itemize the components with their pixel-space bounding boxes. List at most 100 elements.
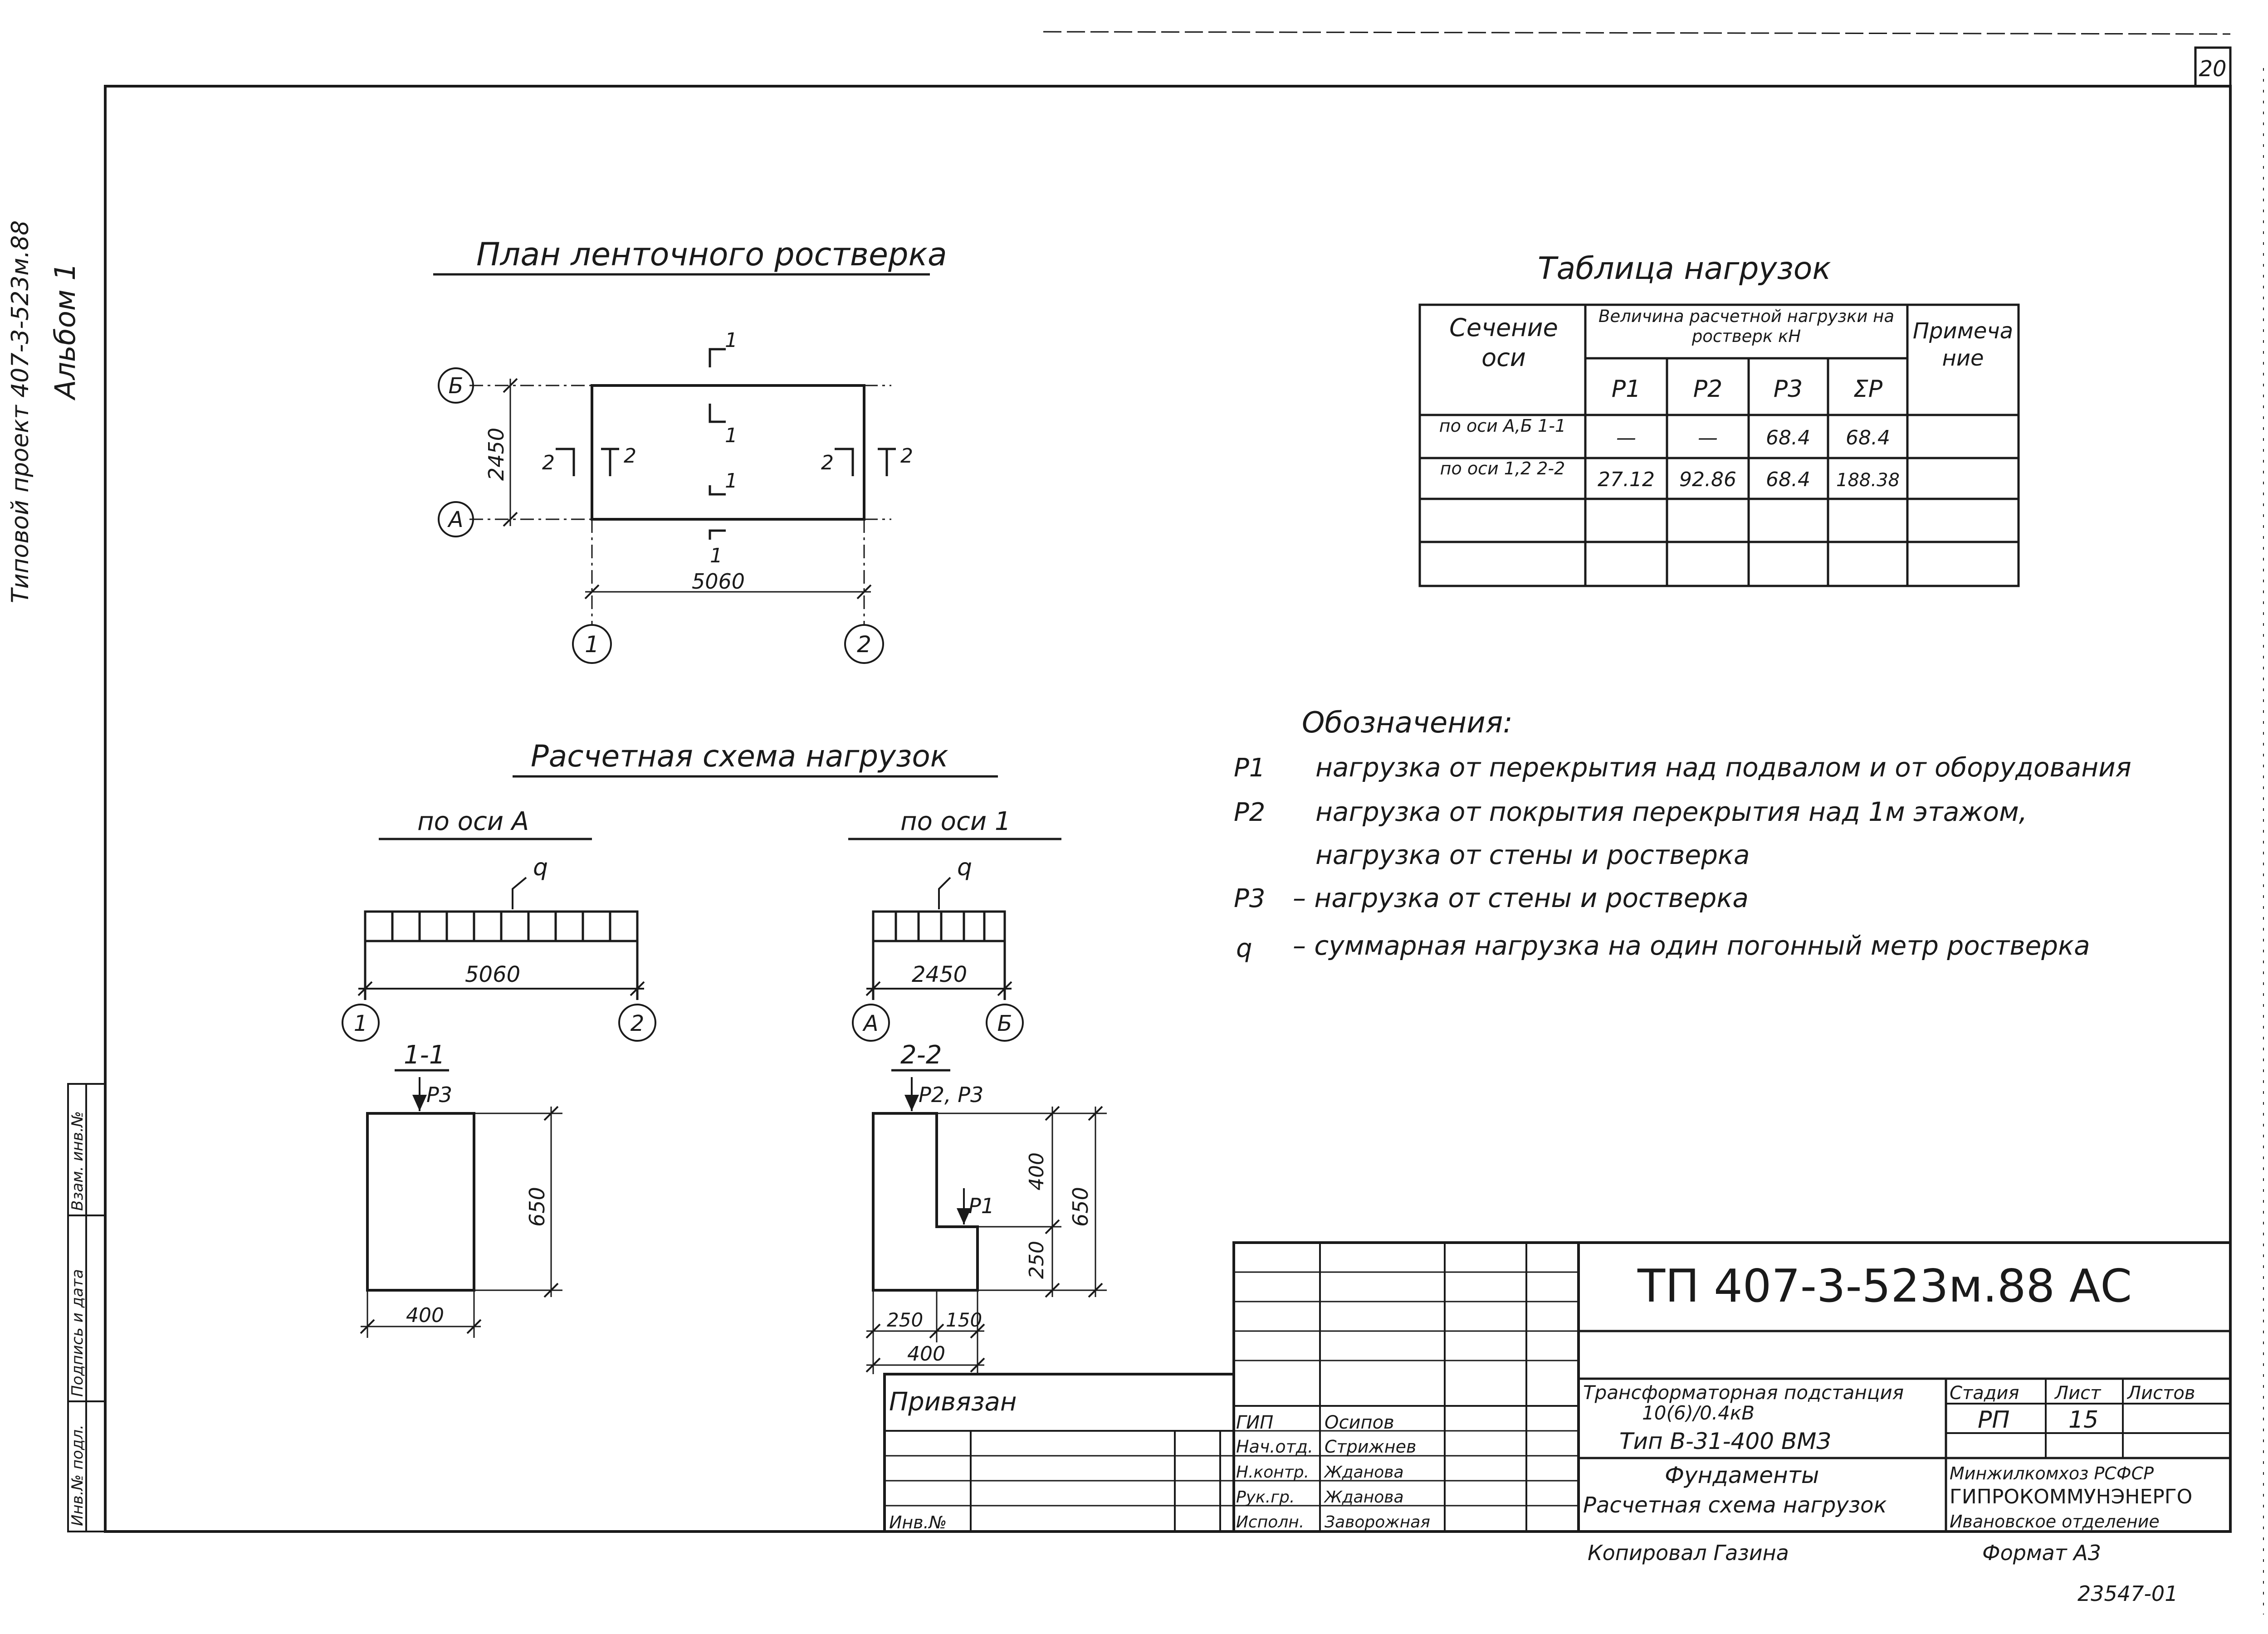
subheader-p1: P1 bbox=[1612, 376, 1641, 403]
plan-axis-2: 2 bbox=[844, 624, 884, 664]
cut-1-low: 1 bbox=[725, 469, 738, 493]
project-line2: 10(6)/0.4кВ bbox=[1642, 1402, 1755, 1424]
table-row-1-p2: — bbox=[1698, 426, 1718, 449]
section-2-2-shape bbox=[872, 1112, 979, 1292]
archive-number: 23547-01 bbox=[2077, 1581, 2178, 1606]
cut-1-top: 1 bbox=[725, 329, 738, 352]
legend-text-q: – суммарная нагрузка на один погонный ме… bbox=[1293, 930, 2090, 961]
col-sheets: Листов bbox=[2126, 1383, 2195, 1404]
left-strip-cell3: Взам. инв.№ bbox=[68, 1111, 87, 1211]
svg-text:А: А bbox=[447, 507, 464, 532]
scheme-span-A: 5060 bbox=[465, 962, 520, 987]
col-stage: Стадия bbox=[1950, 1383, 2019, 1404]
table-header-note: Примечание bbox=[1913, 318, 2013, 371]
legend-sym-p1: P1 bbox=[1234, 753, 1265, 783]
table-header-section: Сечение оси bbox=[1449, 313, 1558, 372]
node-B: Б bbox=[986, 1004, 1024, 1042]
left-strip bbox=[67, 1083, 106, 1532]
node-1: 1 bbox=[342, 1004, 380, 1042]
legend-sym-p2: P2 bbox=[1234, 798, 1265, 827]
svg-text:А: А bbox=[862, 1011, 879, 1036]
section-1-1-dim-width: 400 bbox=[406, 1304, 444, 1327]
project-line3: Тип В-31-400 ВМЗ bbox=[1619, 1428, 1831, 1454]
org-line3: Ивановское отделение bbox=[1950, 1512, 2160, 1532]
legend-text-p2b: нагрузка от стены и ростверка bbox=[1315, 839, 1750, 870]
copied-by: Копировал Газина bbox=[1588, 1541, 1789, 1565]
sheet-value: 15 bbox=[2068, 1406, 2098, 1434]
legend-text-p1: нагрузка от перекрытия над подвалом и от… bbox=[1315, 752, 2131, 783]
svg-text:1: 1 bbox=[354, 1011, 368, 1036]
org-line2: ГИПРОКОММУНЭНЕРГО bbox=[1950, 1485, 2192, 1508]
legend-text-p2: нагрузка от покрытия перекрытия над 1м э… bbox=[1315, 796, 2027, 827]
scheme-axis1-label: по оси 1 bbox=[900, 807, 1011, 836]
section-1-1-shape bbox=[366, 1112, 475, 1292]
left-strip-cell1: Инв.№ подл. bbox=[68, 1424, 87, 1526]
plan-dim-width: 5060 bbox=[692, 569, 745, 594]
staff-name-rukgr: Жданова bbox=[1324, 1488, 1404, 1507]
sheet-number: 20 bbox=[2199, 56, 2226, 82]
distributed-load-1 bbox=[865, 910, 1012, 1000]
section-2-2-dim-400v: 400 bbox=[1025, 1152, 1048, 1190]
section-1-1-p3: P3 bbox=[426, 1083, 452, 1107]
sheet-title2: Расчетная схема нагрузок bbox=[1583, 1493, 1887, 1518]
plan-title: План ленточного ростверка bbox=[476, 236, 947, 273]
section-mark-1 bbox=[709, 348, 726, 540]
cut-2-a: 2 bbox=[542, 451, 555, 474]
scheme-q-A: q bbox=[533, 854, 548, 881]
table-row-1-p3: 68.4 bbox=[1766, 426, 1810, 449]
stage-value: РП bbox=[1978, 1406, 2009, 1434]
staff-role-gip: ГИП bbox=[1236, 1412, 1273, 1433]
cut-2-d: 2 bbox=[900, 444, 913, 468]
plan-outline bbox=[591, 384, 865, 521]
cut-1-bottom: 1 bbox=[710, 544, 723, 567]
table-row-1-section: по оси А,Б 1-1 bbox=[1439, 416, 1566, 435]
org-line1: Минжилкомхоз РСФСР bbox=[1950, 1463, 2154, 1483]
project-line1: Трансформаторная подстанция bbox=[1583, 1381, 1904, 1404]
table-row-2-p2: 92.86 bbox=[1679, 468, 1736, 491]
col-sheet: Лист bbox=[2054, 1383, 2102, 1404]
staff-name-nachotd: Стрижнев bbox=[1325, 1437, 1416, 1457]
format: Формат А3 bbox=[1982, 1541, 2101, 1565]
scheme-axisA-label: по оси А bbox=[417, 807, 529, 836]
section-2-2-dim-250h: 250 bbox=[887, 1309, 923, 1331]
section-1-1-dim-height: 650 bbox=[525, 1187, 549, 1227]
table-row-2-p1: 27.12 bbox=[1598, 468, 1655, 491]
legend-sym-q: q bbox=[1236, 934, 1252, 963]
node-2: 2 bbox=[618, 1004, 656, 1042]
plan-dim-height: 2450 bbox=[484, 428, 508, 481]
subheader-p2: P2 bbox=[1693, 376, 1722, 403]
section-1-1-label: 1-1 bbox=[404, 1040, 445, 1070]
section-mark-2 bbox=[556, 448, 896, 476]
svg-text:2: 2 bbox=[857, 631, 871, 658]
plan-drawing: План ленточного ростверка 2450 5060 Б bbox=[433, 236, 947, 664]
subheader-sum: ΣP bbox=[1853, 376, 1883, 403]
side-title-line1: Типовой проект 407-3-523м.88 bbox=[7, 220, 34, 603]
title-block-code: ТП 407-3-523м.88 АС bbox=[1637, 1259, 2132, 1312]
section-2-2-p1: P1 bbox=[968, 1194, 994, 1218]
legend: Обозначения: P1 нагрузка от перекрытия н… bbox=[1234, 706, 2131, 963]
table-row-2-sum: 188.38 bbox=[1836, 470, 1900, 491]
title-block bbox=[883, 1241, 2232, 1533]
staff-name-gip: Осипов bbox=[1325, 1412, 1394, 1433]
table-title: Таблица нагрузок bbox=[1538, 251, 1831, 287]
svg-text:Б: Б bbox=[449, 373, 464, 399]
node-A: А bbox=[852, 1004, 890, 1042]
section-2-2-label: 2-2 bbox=[900, 1040, 942, 1070]
title-block-privyazan: Привязан bbox=[889, 1387, 1017, 1417]
section-2-2-dim-150h: 150 bbox=[946, 1309, 982, 1331]
staff-role-ispoln: Исполн. bbox=[1236, 1513, 1304, 1532]
distributed-load-A bbox=[357, 910, 645, 1000]
scheme-title: Расчетная схема нагрузок bbox=[531, 739, 948, 774]
table-row-2-p3: 68.4 bbox=[1766, 468, 1810, 491]
table-row-1-p1: — bbox=[1616, 426, 1636, 449]
side-title-line2: Альбом 1 bbox=[49, 263, 82, 401]
section-2-2-dim-400h: 400 bbox=[907, 1342, 945, 1366]
svg-text:2: 2 bbox=[631, 1011, 645, 1036]
table-header-load: Величина расчетной нагрузки на ростверк … bbox=[1598, 307, 1894, 346]
staff-role-nkontr: Н.контр. bbox=[1236, 1463, 1309, 1482]
plan-axis-1: 1 bbox=[572, 624, 612, 664]
staff-name-ispoln: Заворожная bbox=[1325, 1513, 1430, 1532]
section-2-2-dim-650v: 650 bbox=[1068, 1187, 1093, 1227]
staff-name-nkontr: Жданова bbox=[1324, 1463, 1404, 1482]
